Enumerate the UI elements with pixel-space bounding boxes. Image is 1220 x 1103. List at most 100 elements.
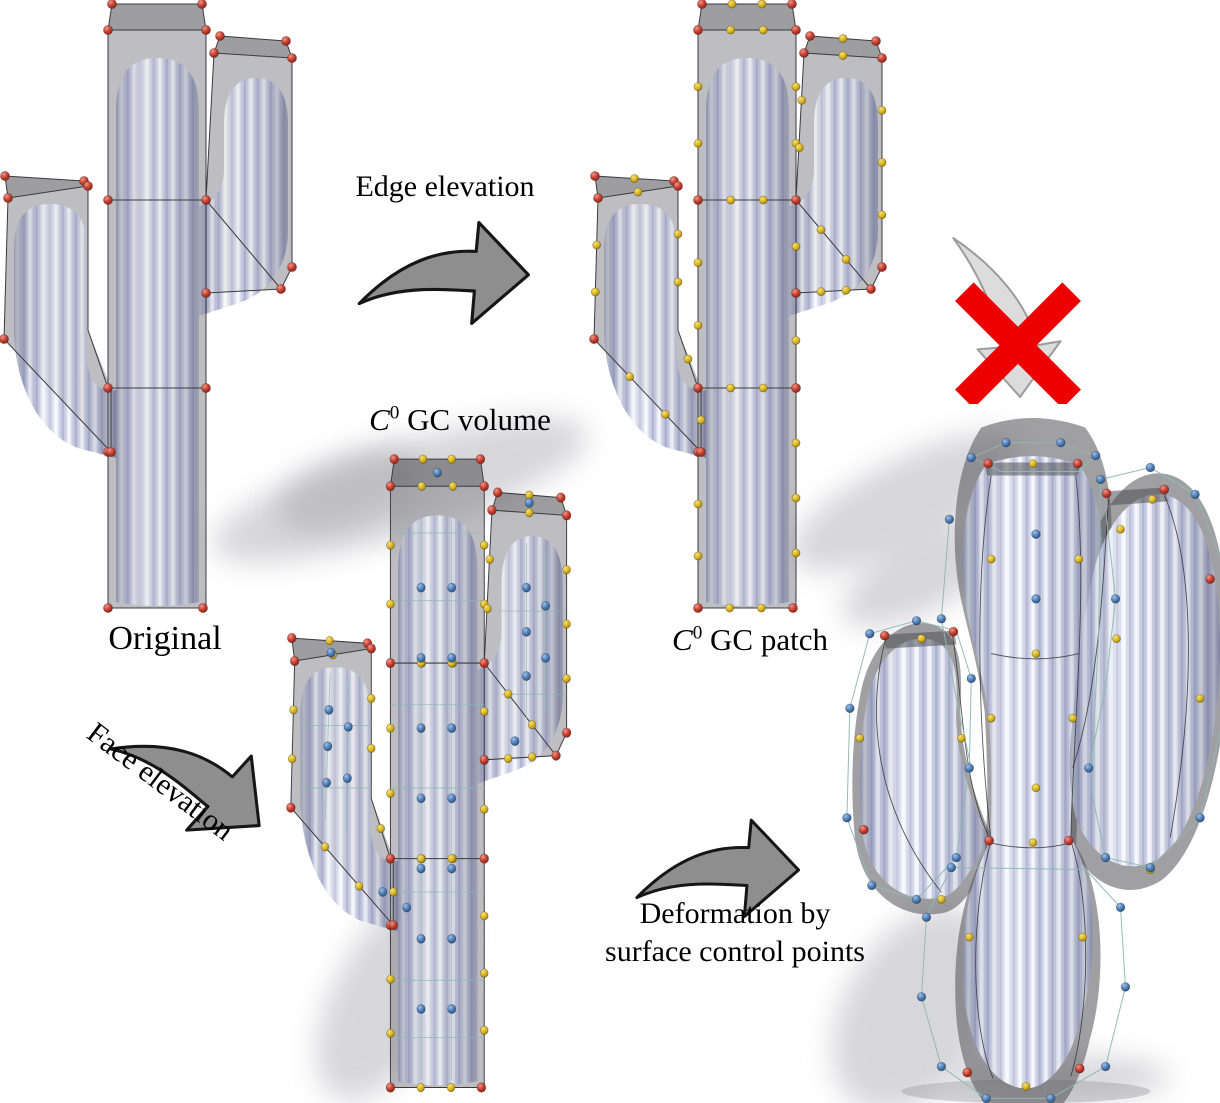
control-point-edge xyxy=(367,743,376,753)
control-point-edge xyxy=(725,603,735,613)
deformed-cactus-render xyxy=(842,418,1220,1103)
control-point-corner xyxy=(879,630,890,641)
deformed-body-paths xyxy=(859,456,1220,1089)
control-point-face xyxy=(541,652,551,663)
control-point-face xyxy=(521,671,531,681)
control-point-edge xyxy=(855,733,865,743)
deformed-cage-edge-lines xyxy=(876,475,1189,1079)
control-point-corner xyxy=(0,171,10,181)
control-point-corner xyxy=(389,454,399,465)
control-point-edge xyxy=(693,551,703,561)
control-point-corner xyxy=(791,288,801,298)
control-point-corner xyxy=(877,262,887,272)
control-point-face xyxy=(447,1004,457,1014)
control-point-face xyxy=(1195,813,1205,823)
control-point-corner xyxy=(385,657,396,669)
edge-elevated-cactus-render xyxy=(589,0,887,613)
control-point-face xyxy=(447,652,457,663)
control-point-corner xyxy=(696,447,706,457)
control-point-corner xyxy=(561,510,572,521)
edge-elevation-arrow xyxy=(357,221,530,325)
control-point-edge xyxy=(758,383,768,393)
control-point-edge xyxy=(841,285,851,295)
control-point-edge xyxy=(1074,554,1084,564)
control-point-edge xyxy=(562,565,571,575)
control-point-face xyxy=(1031,529,1041,539)
control-point-corner xyxy=(1159,484,1170,495)
control-point-edge xyxy=(673,277,683,287)
control-point-corner xyxy=(805,31,815,41)
control-point-edge xyxy=(418,454,428,464)
control-point-face xyxy=(951,852,962,863)
control-point-face xyxy=(524,497,534,508)
deformation-label-line2: surface control points xyxy=(605,935,865,968)
control-point-edge xyxy=(673,229,683,239)
control-point-corner xyxy=(201,25,211,35)
control-point-edge xyxy=(630,174,639,183)
control-point-edge xyxy=(416,854,426,864)
control-point-face xyxy=(447,793,457,804)
control-point-edge xyxy=(503,753,513,764)
rejected-arrow-group xyxy=(952,237,1081,404)
control-point-face xyxy=(1110,594,1121,604)
control-point-corner xyxy=(787,0,797,9)
control-point-edge xyxy=(791,493,801,503)
control-point-corner xyxy=(593,193,603,203)
control-point-face xyxy=(416,1004,426,1014)
control-point-face xyxy=(416,652,426,663)
control-point-edge xyxy=(1147,494,1157,504)
control-point-edge xyxy=(693,258,703,268)
control-point-face xyxy=(1056,437,1066,448)
control-point-edge xyxy=(483,604,492,614)
control-point-edge xyxy=(1195,693,1205,703)
original-label: Original xyxy=(108,620,222,657)
control-point-corner xyxy=(83,181,93,191)
control-point-face xyxy=(1145,462,1156,473)
control-point-edge xyxy=(838,51,848,60)
control-point-corner xyxy=(287,632,297,644)
control-point-edge xyxy=(693,138,703,148)
control-point-edge xyxy=(1116,524,1125,534)
control-point-face xyxy=(966,452,976,463)
control-point-edge xyxy=(417,481,426,491)
control-point-edge xyxy=(797,95,807,105)
control-point-edge xyxy=(625,372,635,382)
control-point-face xyxy=(447,723,457,733)
control-point-edge xyxy=(480,911,489,921)
control-point-edge xyxy=(696,415,706,425)
control-point-edge xyxy=(386,540,395,550)
control-point-edge xyxy=(320,842,330,852)
control-point-corner xyxy=(551,750,561,761)
control-point-edge xyxy=(791,242,801,251)
panel-deformed xyxy=(822,418,1220,1103)
control-point-face xyxy=(416,723,426,733)
control-point-face xyxy=(447,863,457,874)
control-point-corner xyxy=(791,25,801,35)
control-point-face xyxy=(981,1093,991,1103)
control-point-face xyxy=(1145,862,1156,873)
control-point-corner xyxy=(479,754,489,765)
control-point-face xyxy=(541,600,551,611)
gc-volume-symbol: C xyxy=(369,402,390,437)
control-point-corner xyxy=(209,48,219,58)
control-point-corner xyxy=(385,1082,396,1093)
control-point-corner xyxy=(366,643,376,654)
control-point-corner xyxy=(276,284,286,294)
control-point-edge xyxy=(446,1082,456,1093)
control-point-corner xyxy=(3,193,13,203)
control-point-edge xyxy=(816,225,826,235)
control-point-corner xyxy=(287,53,297,63)
red-cross-icon xyxy=(955,282,1081,404)
control-point-edge xyxy=(758,195,768,205)
control-point-corner xyxy=(1205,574,1215,584)
control-point-edge xyxy=(1031,783,1041,793)
control-point-corner xyxy=(286,802,296,813)
control-point-face xyxy=(402,902,412,913)
control-point-face xyxy=(510,736,520,746)
control-point-face xyxy=(911,616,922,626)
control-point-face xyxy=(432,467,442,478)
control-point-face xyxy=(416,863,426,874)
control-point-corner xyxy=(0,334,9,344)
control-point-corner xyxy=(1063,835,1074,846)
control-point-edge xyxy=(917,634,926,644)
